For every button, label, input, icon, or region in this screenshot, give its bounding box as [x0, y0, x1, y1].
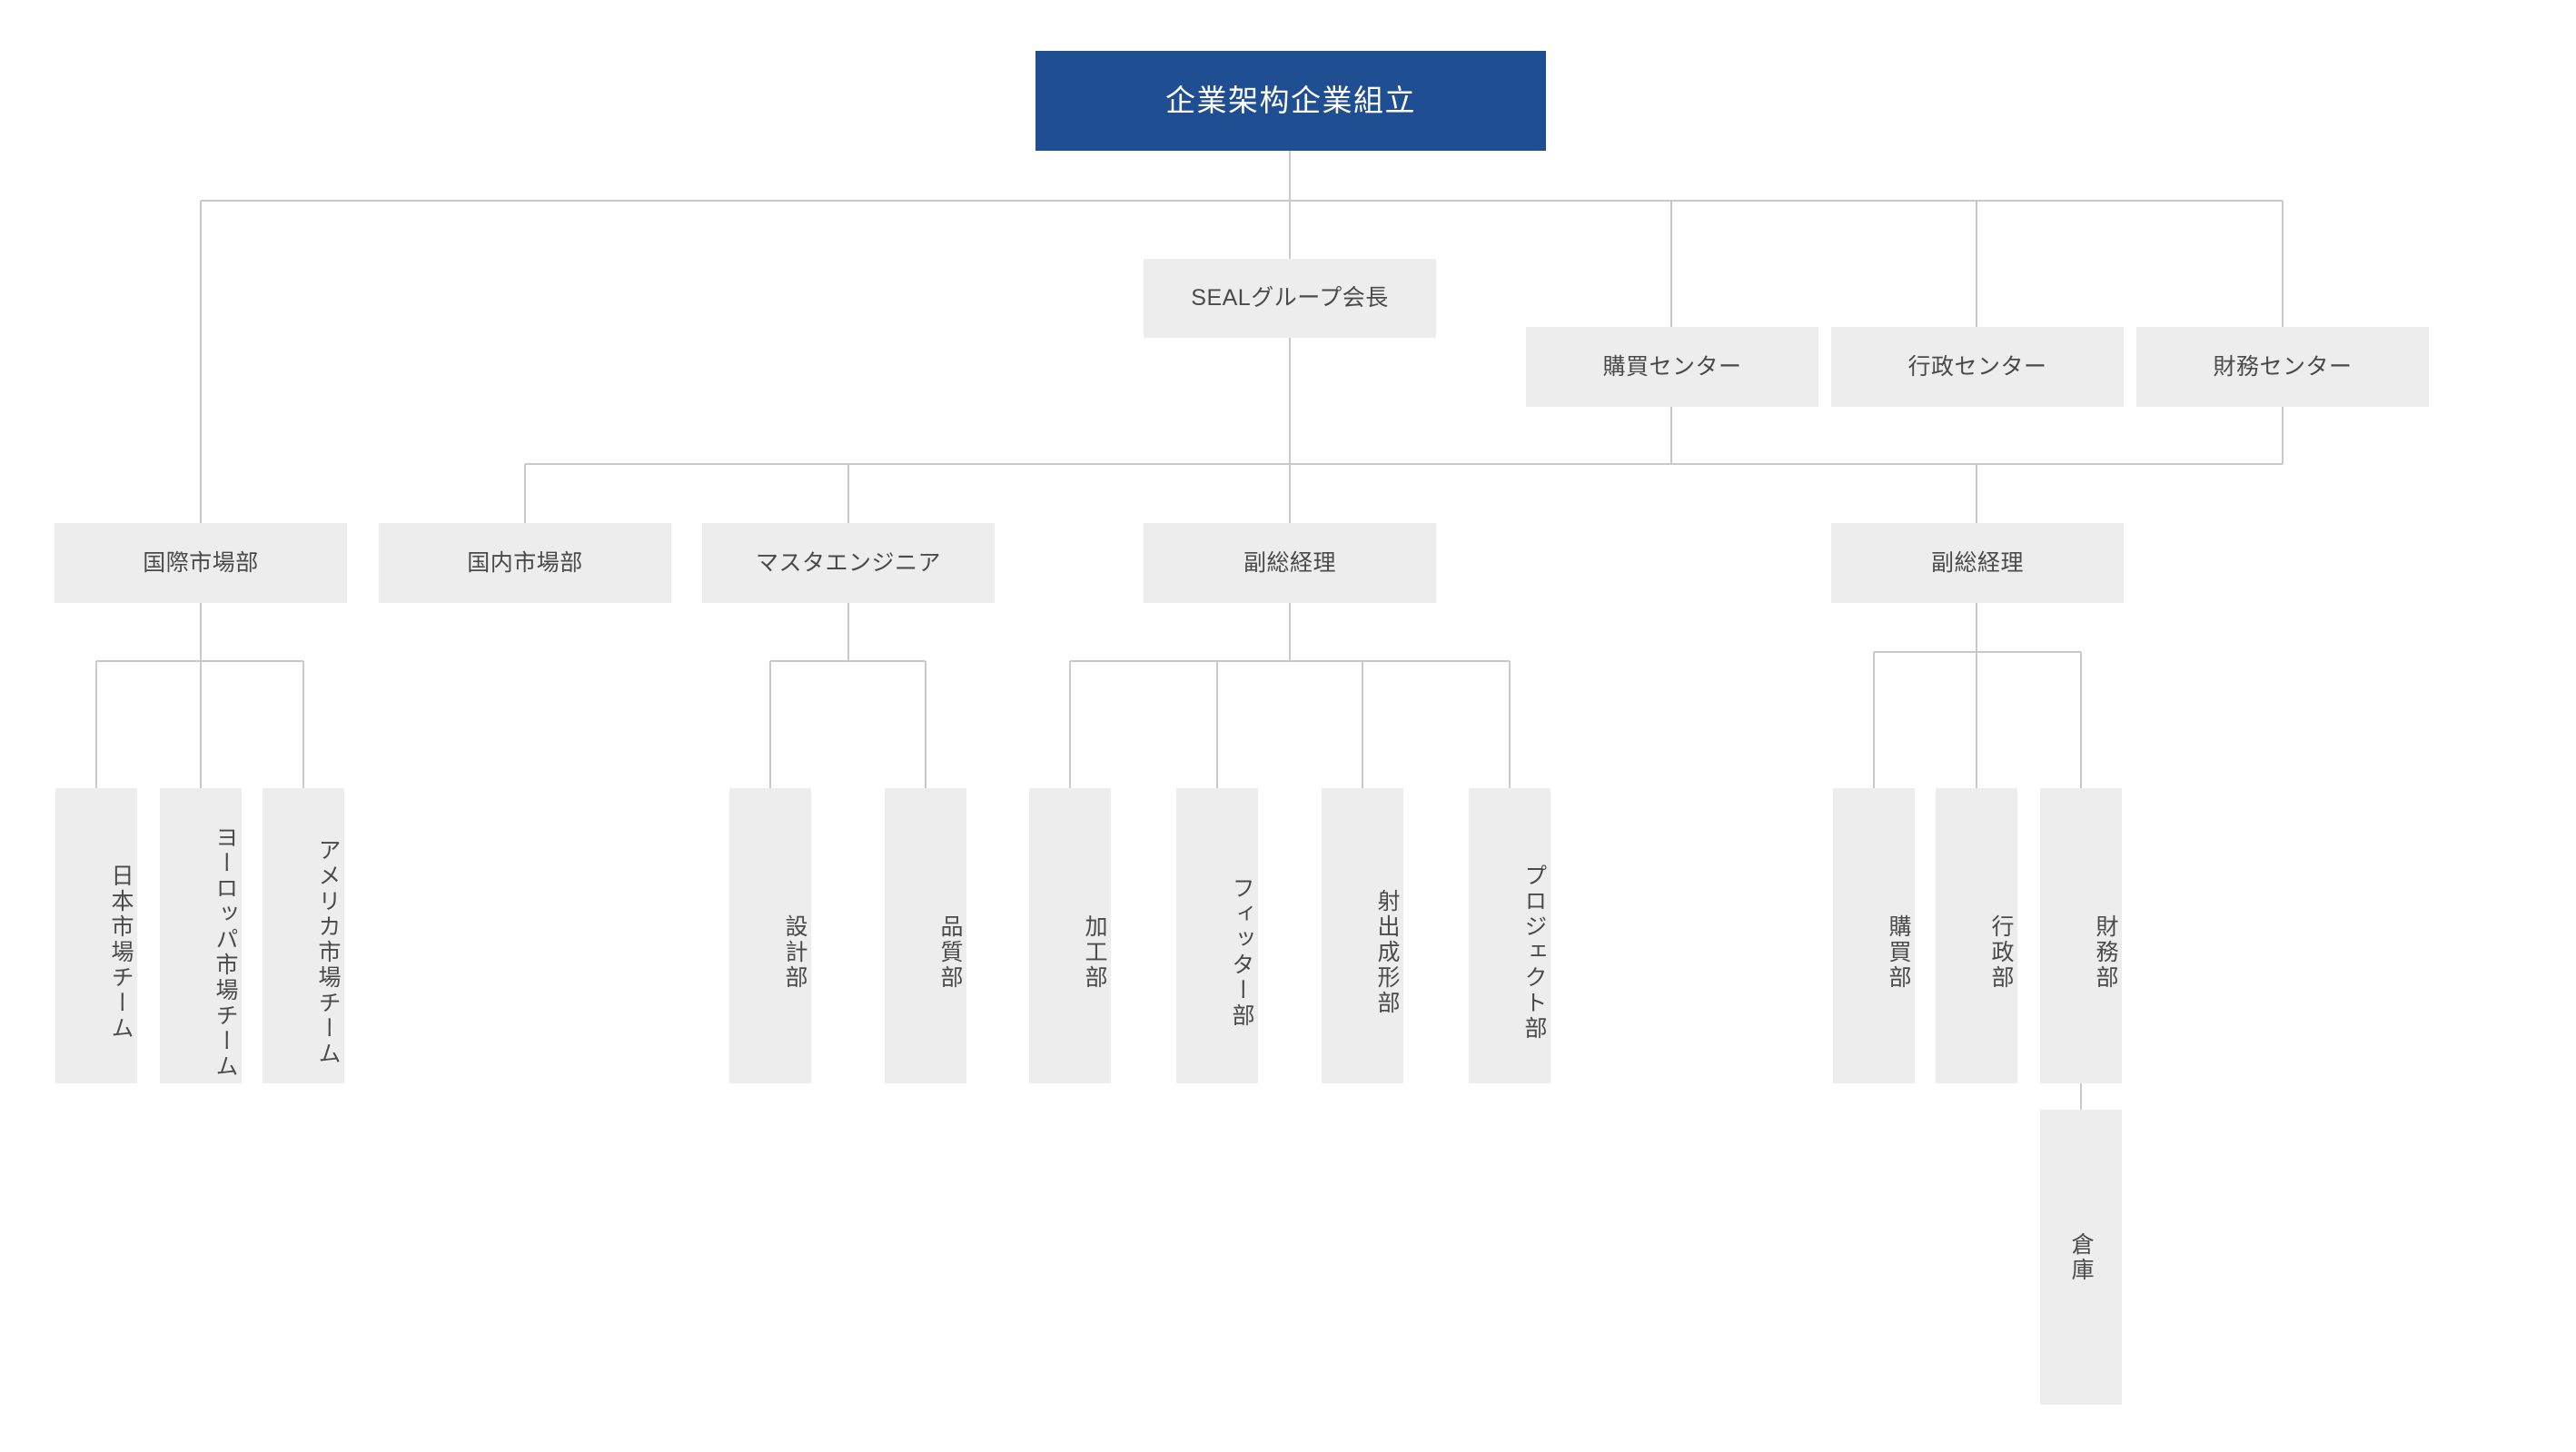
- node-master-engineer-label: マスタエンジニア: [755, 549, 941, 576]
- node-europe-market-team[interactable]: ヨーロッパ市場チーム: [160, 788, 242, 1083]
- node-japan-market-team-label: 日本市場チーム: [108, 863, 134, 1042]
- node-administration-center[interactable]: 行政センター: [1831, 327, 2124, 407]
- node-fitter-department[interactable]: フィッター部: [1176, 788, 1258, 1083]
- node-administration-department-label: 行政部: [1988, 914, 2014, 991]
- node-chairman[interactable]: SEALグループ会長: [1144, 259, 1436, 338]
- node-europe-market-team-label: ヨーロッパ市場チーム: [213, 825, 238, 1080]
- node-warehouse-label: 倉庫: [2068, 1231, 2095, 1283]
- node-master-engineer[interactable]: マスタエンジニア: [702, 523, 995, 603]
- node-machining-department[interactable]: 加工部: [1029, 788, 1111, 1083]
- node-purchasing-department-label: 購買部: [1886, 914, 1911, 991]
- node-warehouse[interactable]: 倉庫: [2040, 1110, 2122, 1405]
- node-america-market-team-label: アメリカ市場チーム: [315, 837, 341, 1067]
- node-deputy-gm-administration[interactable]: 副総経理: [1831, 523, 2124, 603]
- node-japan-market-team[interactable]: 日本市場チーム: [55, 788, 137, 1083]
- node-purchasing-department[interactable]: 購買部: [1833, 788, 1915, 1083]
- node-fitter-department-label: フィッター部: [1229, 875, 1254, 1029]
- node-design-department-label: 設計部: [782, 914, 807, 991]
- node-chairman-label: SEALグループ会長: [1191, 285, 1389, 311]
- node-purchasing-center[interactable]: 購買センター: [1526, 327, 1818, 407]
- node-finance-department-label: 財務部: [2093, 914, 2118, 991]
- node-finance-center[interactable]: 財務センター: [2136, 327, 2429, 407]
- node-purchasing-center-label: 購買センター: [1602, 353, 1742, 380]
- node-administration-department[interactable]: 行政部: [1936, 788, 2017, 1083]
- node-quality-department-label: 品質部: [937, 914, 963, 991]
- node-project-department-label: プロジェクト部: [1521, 863, 1547, 1042]
- node-deputy-gm-administration-label: 副総経理: [1930, 549, 2024, 576]
- node-domestic-market-division-label: 国内市場部: [467, 549, 583, 576]
- node-international-market-division-label: 国際市場部: [143, 549, 259, 576]
- node-finance-center-label: 財務センター: [2213, 353, 2353, 380]
- node-deputy-gm-production[interactable]: 副総経理: [1144, 523, 1436, 603]
- node-injection-molding-department-label: 射出成形部: [1374, 888, 1400, 1016]
- node-project-department[interactable]: プロジェクト部: [1469, 788, 1551, 1083]
- node-finance-department[interactable]: 財務部: [2040, 788, 2122, 1083]
- node-america-market-team[interactable]: アメリカ市場チーム: [263, 788, 344, 1083]
- node-machining-department-label: 加工部: [1082, 914, 1107, 991]
- node-administration-center-label: 行政センター: [1907, 353, 2047, 380]
- node-design-department[interactable]: 設計部: [729, 788, 811, 1083]
- node-deputy-gm-production-label: 副総経理: [1243, 549, 1336, 576]
- root-node-label: 企業架构企業組立: [1165, 84, 1416, 118]
- node-quality-department[interactable]: 品質部: [885, 788, 966, 1083]
- node-injection-molding-department[interactable]: 射出成形部: [1322, 788, 1403, 1083]
- node-domestic-market-division[interactable]: 国内市場部: [379, 523, 671, 603]
- node-international-market-division[interactable]: 国際市場部: [54, 523, 347, 603]
- root-node-title[interactable]: 企業架构企業組立: [1035, 51, 1546, 151]
